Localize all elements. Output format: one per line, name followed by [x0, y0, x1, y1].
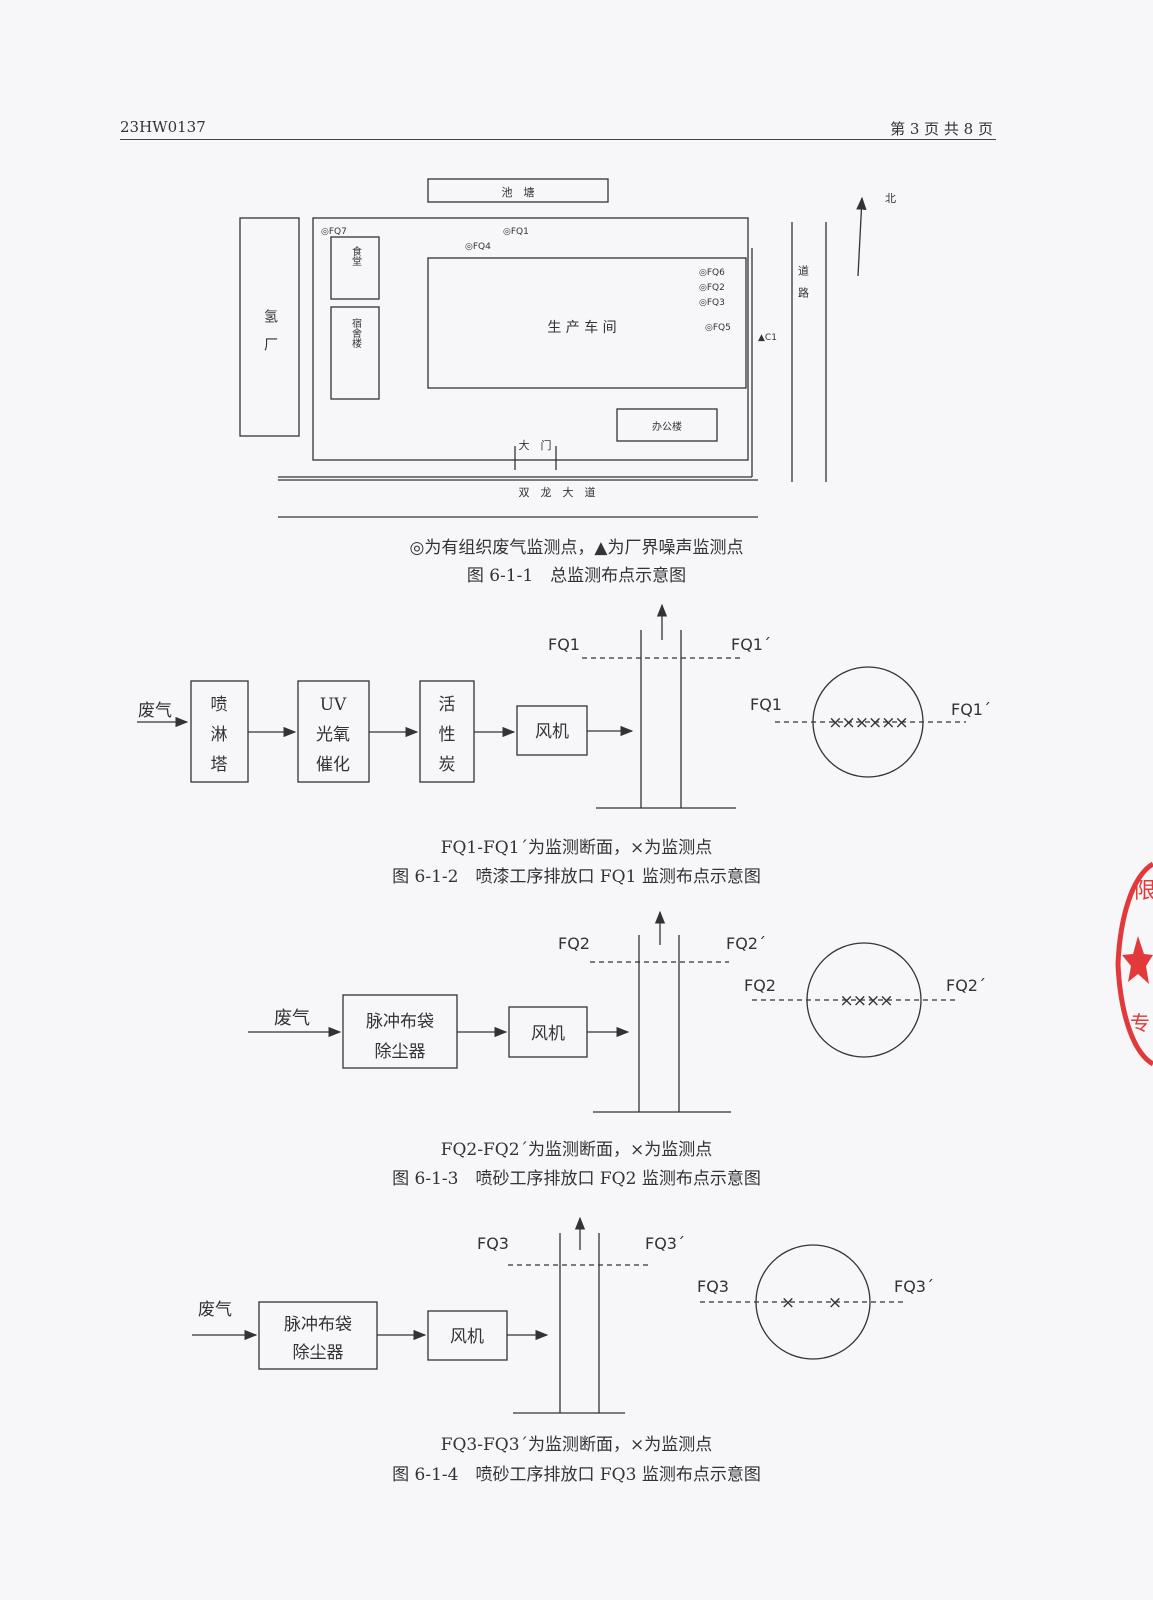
fq1-section-left-label: FQ1 [548, 635, 580, 654]
fig2-caption: 图 6-1-2 喷漆工序排放口 FQ1 监测布点示意图 [392, 867, 761, 887]
document-id: 23HW0137 [120, 118, 206, 136]
site-plan-diagram [239, 178, 867, 518]
fq1-box1-line3: 塔 [211, 755, 228, 775]
fq2-circle-right-label: FQ2´ [946, 976, 986, 995]
fig3-note: FQ2-FQ2´为监测断面，×为监测点 [440, 1140, 713, 1160]
dorm-box [330, 306, 380, 400]
fq1-section-right-label: FQ1´ [731, 635, 771, 654]
fq3-section-left-label: FQ3 [477, 1234, 509, 1253]
gate-label: 大 门 [519, 438, 552, 452]
fq1-fan-label: 风机 [535, 722, 569, 742]
seal-text-1: 限 [1134, 879, 1153, 904]
canteen-box [330, 236, 380, 300]
fq1-input-label: 废气 [138, 701, 172, 721]
dorm-label: 宿舍楼 [350, 317, 362, 349]
fig4-caption: 图 6-1-4 喷砂工序排放口 FQ3 监测布点示意图 [392, 1465, 761, 1485]
fq1-box1-line2: 淋 [211, 725, 228, 745]
workshop-label: 生 产 车 间 [547, 319, 616, 336]
workshop-box [427, 257, 747, 389]
fq3-monitoring-mark-1: × [781, 1293, 795, 1313]
point-c1: ▲C1 [758, 333, 777, 343]
site-boundary [312, 217, 749, 461]
point-fq6: ◎FQ6 [699, 268, 725, 278]
fq1-circle-right-label: FQ1´ [951, 700, 991, 719]
seal-arc [1115, 861, 1153, 1067]
point-fq4: ◎FQ4 [465, 242, 491, 252]
fq3-input-label: 废气 [198, 1300, 232, 1320]
fq2-input-label: 废气 [274, 1008, 310, 1029]
north-label: 北 [885, 192, 896, 205]
header-rule [120, 139, 996, 140]
fq2-section-right-label: FQ2´ [726, 934, 766, 953]
fq2-section-left-label: FQ2 [558, 934, 590, 953]
left-plant-box [239, 217, 300, 437]
fq3-fan-label: 风机 [450, 1327, 484, 1347]
fig3-caption: 图 6-1-3 喷砂工序排放口 FQ2 监测布点示意图 [392, 1169, 761, 1189]
fig4-note: FQ3-FQ3´为监测断面，×为监测点 [440, 1435, 713, 1455]
fq2-circle-left-label: FQ2 [744, 976, 776, 995]
fq3-monitoring-mark-2: × [828, 1293, 842, 1313]
seal-star [1122, 936, 1153, 984]
company-seal: 限 专 [1115, 861, 1153, 1067]
site-plan-legend: ◎为有组织废气监测点，▲为厂界噪声监测点 [409, 538, 744, 558]
pool-box [427, 178, 609, 203]
site-plan-labels: 北 池 塘 氢 厂 食堂 宿舍楼 生 产 车 间 办公楼 大 门 道 路 双 龙… [262, 185, 896, 499]
fq1-flow-labels: 废气 喷 淋 塔 UV 光氧 催化 活 性 炭 风机 FQ1 FQ1´ FQ1 … [138, 635, 991, 775]
road-right-label: 道 路 [797, 264, 810, 299]
fq2-box1-line2: 除尘器 [375, 1042, 426, 1062]
fq3-flow-labels: 废气 脉冲布袋 除尘器 风机 FQ3 FQ3´ FQ3 FQ3´ × × [198, 1234, 934, 1363]
fq3-circle-left-label: FQ3 [697, 1277, 729, 1296]
fq1-box1-line1: 喷 [211, 695, 228, 715]
fq2-fan-label: 风机 [531, 1024, 565, 1044]
fq3-box1-line2: 除尘器 [293, 1343, 344, 1363]
fq2-monitoring-marks: ×××× [840, 991, 893, 1011]
fq3-flow-diagram [192, 1216, 906, 1414]
fq1-flow-diagram [137, 603, 966, 809]
fq1-box3-line3: 炭 [439, 755, 456, 775]
fq1-box2-line1: UV [320, 695, 347, 715]
fq1-box2-line2: 光氧 [316, 725, 350, 745]
point-fq2: ◎FQ2 [699, 283, 725, 293]
north-arrow [856, 196, 867, 277]
fq1-box3-line1: 活 [439, 695, 456, 715]
fq1-circle-left-label: FQ1 [750, 695, 782, 714]
avenue-label: 双 龙 大 道 [519, 485, 596, 499]
point-fq5: ◎FQ5 [705, 323, 731, 333]
fq3-section-right-label: FQ3´ [645, 1234, 685, 1253]
fig2-note: FQ1-FQ1´为监测断面，×为监测点 [440, 838, 713, 858]
point-fq7: ◎FQ7 [321, 227, 347, 237]
fq2-box1-line1: 脉冲布袋 [366, 1012, 434, 1032]
fq1-box2-line3: 催化 [316, 755, 350, 775]
fq1-box3-line2: 性 [439, 725, 456, 745]
fq2-flow-labels: 废气 脉冲布袋 除尘器 风机 FQ2 FQ2´ FQ2 FQ2´ ×××× [274, 934, 986, 1062]
fq3-box1-line1: 脉冲布袋 [284, 1315, 352, 1335]
left-plant-label: 氢 厂 [262, 309, 278, 351]
canteen-label: 食堂 [350, 245, 362, 266]
fq1-monitoring-marks: ×××××× [828, 713, 907, 733]
seal-text-2: 专 [1130, 1011, 1150, 1035]
office-label: 办公楼 [652, 420, 682, 433]
page-number: 第 3 页 共 8 页 [890, 120, 993, 138]
fq3-circle-right-label: FQ3´ [894, 1277, 934, 1296]
point-fq1: ◎FQ1 [503, 227, 529, 237]
pool-label: 池 塘 [502, 185, 535, 199]
site-plan-caption: 图 6-1-1 总监测布点示意图 [466, 566, 687, 586]
office-box [616, 408, 718, 442]
fq2-flow-diagram [248, 910, 958, 1113]
point-fq3: ◎FQ3 [699, 298, 725, 308]
